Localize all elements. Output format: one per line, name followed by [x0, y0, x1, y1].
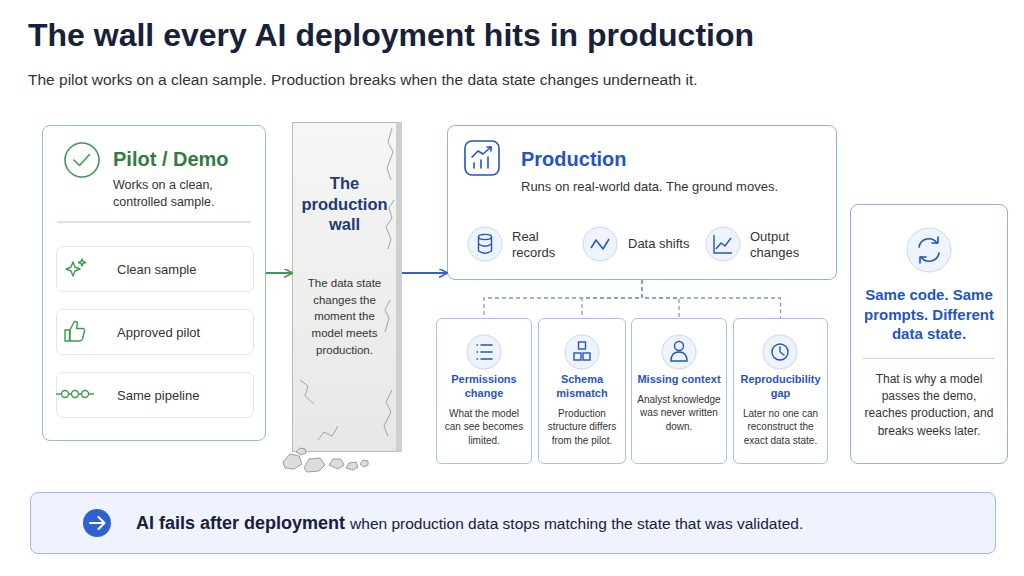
conclusion-band: AI fails after deployment when production…: [30, 492, 996, 554]
issue-box: Permissions changeWhat the model can see…: [436, 318, 532, 464]
feature-box: Same pipeline: [56, 372, 254, 418]
feature-box: Approved pilot: [56, 309, 254, 355]
issue-description: Production structure differs from the pi…: [543, 407, 621, 448]
rubble: [346, 462, 358, 470]
issue-description: Analyst knowledge was never written down…: [636, 393, 722, 434]
rubble: [283, 454, 302, 469]
dashed-connector: [642, 280, 781, 318]
issue-description: What the model can see becomes limited.: [441, 407, 527, 448]
stage-heading: Pilot / Demo: [113, 148, 255, 171]
issue-box: Schema mismatchProduction structure diff…: [538, 318, 626, 464]
signal-label: Output changes: [750, 229, 812, 262]
issue-box: Missing contextAnalyst knowledge was nev…: [631, 318, 727, 464]
stage-heading: Production: [521, 148, 826, 171]
summary-heading: Same code. Same prompts. Different data …: [863, 285, 995, 344]
summary-description: That is why a model passes the demo, rea…: [863, 358, 995, 441]
conclusion-text: when production data stops matching the …: [350, 515, 803, 532]
dashed-connector: [484, 280, 642, 318]
feature-box: Clean sample: [56, 246, 254, 292]
issue-box: Reproducibility gapLater no one can reco…: [733, 318, 828, 464]
conclusion-lead: AI fails after deployment: [136, 513, 345, 533]
rubble: [329, 459, 344, 469]
rubble: [360, 460, 368, 467]
feature-text: Clean sample: [117, 262, 197, 277]
dashed-connector: [582, 280, 642, 318]
signal-label: Real records: [512, 229, 567, 262]
issue-heading: Permissions change: [441, 373, 527, 401]
issue-heading: Schema mismatch: [543, 373, 621, 401]
wall-block: The production wallThe data state change…: [292, 122, 402, 452]
stage-description: Runs on real-world data. The ground move…: [521, 179, 826, 194]
wall-description: The data state changes the moment the mo…: [301, 275, 388, 358]
signal-label: Data shifts: [628, 236, 708, 252]
issue-description: Later no one can reconstruct the exact d…: [738, 407, 823, 448]
wall-heading: The production wall: [301, 173, 388, 235]
subtitle-text: The pilot works on a clean sample. Produ…: [28, 71, 698, 89]
flow-arrow: [402, 272, 447, 274]
flow-arrow: [266, 272, 292, 274]
feature-text: Same pipeline: [117, 388, 199, 403]
issue-heading: Missing context: [636, 373, 722, 387]
rubble: [304, 458, 325, 472]
summary-box: Same code. Same prompts. Different data …: [850, 204, 1008, 464]
feature-text: Approved pilot: [117, 325, 200, 340]
title-text: The wall every AI deployment hits in pro…: [28, 17, 754, 54]
dashed-connector: [642, 280, 679, 318]
issue-heading: Reproducibility gap: [738, 373, 823, 401]
stage-box: Pilot / DemoWorks on a clean, controlled…: [42, 125, 266, 441]
stage-description: Works on a clean, controlled sample.: [113, 177, 255, 211]
